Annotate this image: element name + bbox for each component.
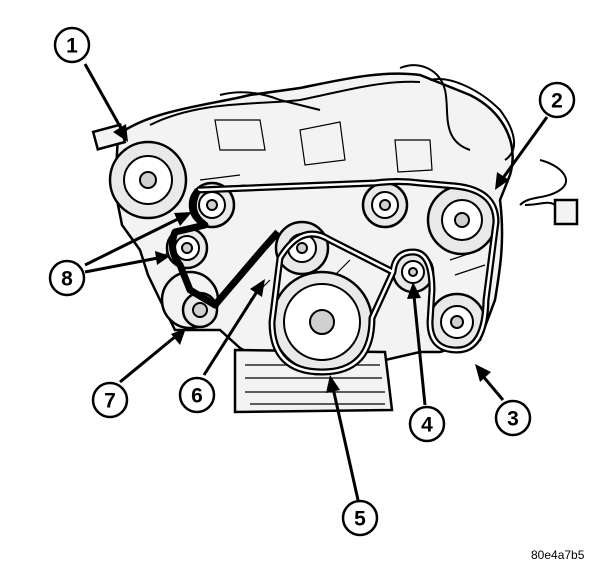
callout-7: 7 [91, 381, 129, 419]
callout-2: 2 [538, 81, 576, 119]
svg-text:3: 3 [507, 408, 519, 431]
svg-text:4: 4 [421, 414, 433, 437]
svg-text:2: 2 [551, 90, 563, 113]
leader-line-7 [119, 328, 186, 384]
leader-line-4 [407, 282, 427, 406]
leader-line-8b [84, 251, 170, 274]
idler-pulley-upper [188, 181, 236, 229]
svg-text:5: 5 [354, 508, 366, 531]
figure-code: 80e4a7b5 [531, 548, 585, 562]
leader-line-2 [495, 116, 549, 190]
leader-line-5 [326, 375, 360, 501]
svg-text:8: 8 [61, 268, 73, 291]
leader-line-6 [202, 279, 265, 376]
callout-8: 8 [48, 259, 86, 297]
callout-5: 5 [341, 499, 379, 537]
crankshaft-pulley [270, 270, 374, 374]
callout-1: 1 [53, 26, 91, 64]
leader-line-8a [84, 212, 192, 267]
svg-text:7: 7 [104, 390, 116, 413]
idler-pulley-top [361, 181, 409, 229]
serpentine-belt [168, 178, 500, 376]
leader-line-3 [475, 364, 505, 401]
callout-4: 4 [408, 405, 446, 443]
svg-text:1: 1 [66, 35, 78, 58]
callout-6: 6 [178, 376, 216, 414]
ac-compressor-pulley [108, 140, 188, 220]
svg-text:6: 6 [191, 385, 203, 408]
leader-line-1 [83, 63, 128, 142]
idler-pulley-lower [165, 226, 209, 270]
callout-3: 3 [494, 399, 532, 437]
